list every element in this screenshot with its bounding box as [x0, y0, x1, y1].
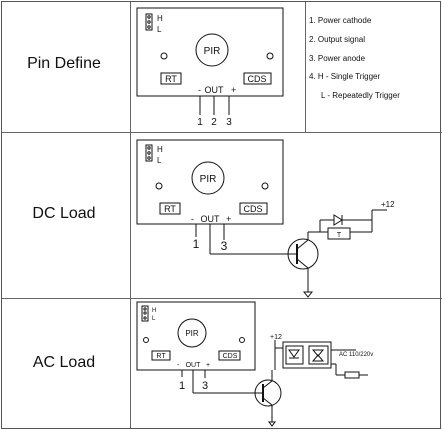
pir-lens — [191, 161, 225, 195]
jumper-pin — [143, 307, 147, 311]
plus-label: + — [206, 362, 210, 369]
diode-symbol — [333, 214, 343, 226]
note-single-trigger: 4. H - Single Trigger — [309, 72, 381, 81]
transistor-body — [254, 379, 282, 407]
ground-arrow — [268, 421, 276, 427]
mount-hole — [239, 337, 245, 343]
jumper-h-label: H — [152, 308, 156, 314]
row-divider — [2, 298, 442, 299]
row-label-dc-load: DC Load — [32, 205, 96, 222]
mount-hole — [261, 182, 269, 190]
rt-box — [160, 72, 182, 85]
jumper-block — [145, 144, 153, 162]
module-board — [136, 301, 256, 371]
rt-box — [159, 202, 181, 215]
note-power-anode: 3. Power anode — [309, 54, 366, 63]
cds-box — [239, 202, 268, 215]
transistor-collector — [262, 380, 273, 389]
pin-3-label: 3 — [202, 380, 208, 392]
cds-label: CDS — [243, 204, 262, 214]
rt-box — [151, 350, 171, 361]
mount-hole — [160, 52, 168, 60]
jumper-pin — [143, 311, 147, 315]
pir-module-2 — [136, 139, 387, 298]
jumper-l-label: L — [157, 156, 162, 165]
transistor-emitter — [262, 397, 273, 406]
column-divider — [130, 2, 131, 428]
note-output-signal: 2. Output signal — [309, 35, 366, 44]
pin-1-label: 1 — [193, 237, 200, 251]
supply-label: +12 — [381, 200, 395, 209]
opto-led — [288, 349, 300, 358]
pin-1-label: 1 — [197, 117, 203, 128]
rt-label: RT — [156, 353, 166, 360]
pin-1-label: 1 — [179, 380, 185, 392]
pir-label: PIR — [200, 174, 217, 185]
rt-label: RT — [165, 74, 177, 84]
pir-lens — [177, 318, 207, 348]
relay-label: T — [337, 232, 342, 239]
note-repeat-trigger: L - Repeatedly Trigger — [321, 91, 400, 100]
triac-symbol — [311, 354, 325, 362]
pir-module-1 — [136, 7, 284, 115]
cds-label: CDS — [223, 353, 238, 360]
jumper-pin — [147, 25, 151, 29]
ac-label: AC 110/220v — [339, 352, 373, 358]
row-label-pin-define: Pin Define — [27, 55, 101, 72]
triac-box — [308, 345, 329, 365]
out-label: OUT — [205, 85, 225, 95]
jumper-pin — [147, 146, 151, 150]
cds-box — [243, 72, 272, 85]
pin-3-label: 3 — [226, 117, 232, 128]
mount-hole — [266, 52, 274, 60]
out-label: OUT — [201, 214, 221, 224]
jumper-l-label: L — [157, 25, 162, 34]
module-board — [136, 7, 284, 97]
jumper-block — [141, 305, 149, 322]
jumper-pin — [143, 316, 147, 320]
plus-label: + — [231, 85, 236, 95]
minus-label: - — [191, 214, 194, 224]
jumper-pin — [147, 151, 151, 155]
cds-box — [218, 350, 241, 361]
row-divider — [2, 132, 442, 133]
plus-label: + — [226, 214, 231, 224]
notes-divider — [305, 2, 306, 132]
jumper-pin — [147, 15, 151, 19]
load-resistor — [344, 371, 360, 379]
row-label-ac-load: AC Load — [32, 354, 96, 371]
out-label: OUT — [186, 362, 202, 369]
pir-label: PIR — [204, 46, 221, 57]
mount-hole — [143, 337, 149, 343]
minus-label: - — [198, 85, 201, 95]
transistor-emitter — [296, 258, 309, 269]
triac-symbol — [311, 349, 325, 357]
rt-label: RT — [164, 204, 176, 214]
transistor-collector — [296, 239, 309, 250]
note-power-cathode: 1. Power cathode — [309, 16, 372, 25]
jumper-h-label: H — [157, 14, 163, 23]
jumper-h-label: H — [157, 145, 163, 154]
jumper-l-label: L — [152, 316, 156, 322]
relay-coil — [327, 227, 351, 240]
supply-label: +12 — [270, 334, 282, 341]
ssr-block — [282, 341, 332, 369]
jumper-pin — [147, 156, 151, 160]
jumper-block — [145, 13, 153, 31]
pin-2-label: 2 — [211, 117, 217, 128]
pin-3-label: 3 — [221, 239, 228, 253]
pir-lens — [195, 33, 229, 67]
jumper-pin — [147, 20, 151, 24]
cds-label: CDS — [247, 74, 266, 84]
minus-label: - — [177, 362, 180, 369]
opto-led-box — [285, 345, 304, 365]
ground-arrow — [302, 291, 314, 298]
mount-hole — [155, 182, 163, 190]
pir-label: PIR — [185, 329, 199, 338]
pir-module-3 — [136, 301, 368, 427]
